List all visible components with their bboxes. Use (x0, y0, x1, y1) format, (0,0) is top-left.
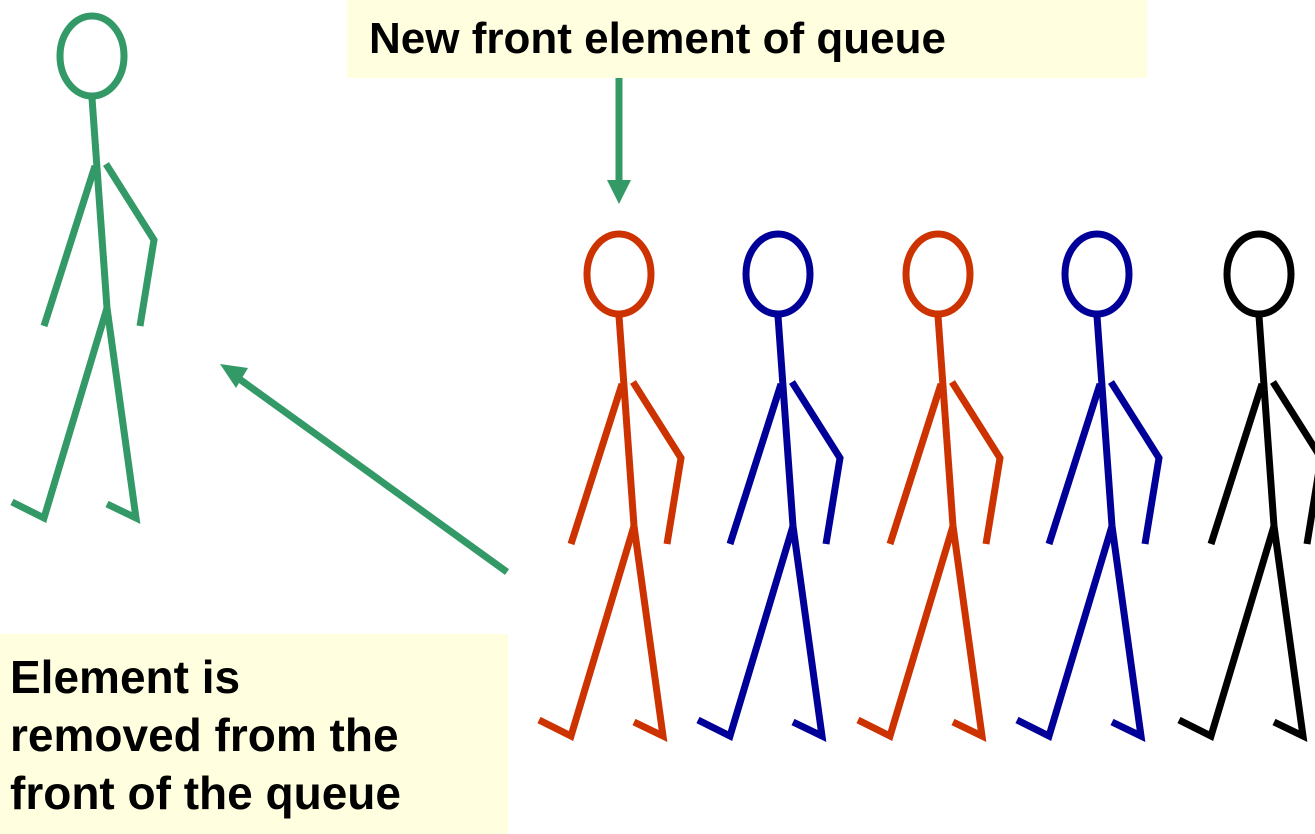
queue-stick-figures (537, 230, 1315, 742)
right-arm (949, 380, 1004, 545)
right-leg (1108, 525, 1146, 742)
right-arm (103, 162, 158, 327)
head (742, 230, 814, 318)
left-arm (1207, 382, 1266, 546)
body (1093, 315, 1116, 527)
queue-figure-1 (537, 230, 685, 742)
down-arrow-head (607, 180, 631, 204)
left-leg (856, 524, 957, 741)
right-leg (103, 307, 141, 524)
left-leg (10, 306, 111, 523)
right-leg (630, 525, 668, 742)
right-arm (630, 380, 685, 545)
left-leg (1015, 524, 1116, 741)
head (1223, 230, 1295, 318)
left-leg (696, 524, 797, 741)
left-arrow-head (220, 364, 248, 388)
removed-label-line-3: front of the queue (10, 767, 401, 819)
left-arrow-shaft (235, 375, 510, 575)
left-leg (1177, 524, 1278, 741)
head (583, 230, 655, 318)
removed-stick-figure (10, 12, 158, 524)
queue-figure-4 (1015, 230, 1163, 742)
body (615, 315, 638, 527)
body (934, 315, 957, 527)
left-leg (537, 524, 638, 741)
queue-figure-5 (1177, 230, 1315, 742)
left-arm (40, 164, 99, 328)
head (902, 230, 974, 318)
removed-element-label: Element is removed from the front of the… (0, 634, 508, 834)
left-arm (1045, 382, 1104, 546)
right-arm (1108, 380, 1163, 545)
removed-figure (10, 12, 158, 524)
body (88, 97, 111, 309)
queue-figure-2 (696, 230, 844, 742)
left-arm (726, 382, 785, 546)
arrows (220, 76, 631, 575)
left-arm (567, 382, 626, 546)
head (1061, 230, 1133, 318)
right-leg (1270, 525, 1308, 742)
head (56, 12, 128, 100)
left-arm (886, 382, 945, 546)
removed-label-line-2: removed from the (10, 709, 399, 761)
right-leg (949, 525, 987, 742)
right-arm (1270, 380, 1315, 545)
right-arm (789, 380, 844, 545)
new-front-label-text: New front element of queue (369, 14, 946, 63)
queue-figure-3 (856, 230, 1004, 742)
new-front-label: New front element of queue (347, 0, 1147, 78)
right-leg (789, 525, 827, 742)
removed-label-line-1: Element is (10, 651, 241, 703)
body (774, 315, 797, 527)
body (1255, 315, 1278, 527)
